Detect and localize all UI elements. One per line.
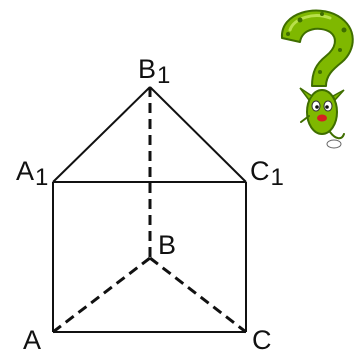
- mascot-tail: [329, 131, 345, 140]
- vertex-label-c1: C1: [250, 156, 284, 191]
- vertex-label-b1: B1: [138, 54, 170, 89]
- texture-spot: [341, 27, 347, 33]
- mascot-pupil-right: [325, 105, 329, 109]
- prism-edges: [52, 86, 247, 333]
- hidden-edges: [52, 87, 247, 334]
- vertex-label-c: C: [252, 325, 272, 350]
- edge-a-b: [52, 256, 151, 334]
- vertex-label-a1: A1: [16, 156, 48, 191]
- mascot-arm: [300, 115, 310, 123]
- texture-spot: [318, 70, 322, 74]
- question-mark-hook: [280, 9, 354, 87]
- mascot-pupil-left: [315, 105, 319, 109]
- texture-spot: [338, 48, 342, 52]
- edge-b1-c1: [149, 86, 247, 183]
- question-mark-mascot-icon: [280, 9, 354, 149]
- edge-b-c: [149, 256, 247, 334]
- vertex-label-a: A: [23, 325, 41, 350]
- mascot-mouth: [317, 114, 327, 122]
- texture-spot: [286, 32, 290, 36]
- texture-spot: [297, 17, 303, 23]
- texture-spot: [320, 12, 324, 16]
- mascot-ear-left: [299, 87, 314, 102]
- question-mark-highlight: [288, 14, 332, 32]
- mascot-foot: [326, 139, 342, 149]
- vertex-label-b: B: [158, 230, 176, 260]
- mascot-ear-right: [332, 89, 345, 102]
- edge-a1-b1: [52, 86, 151, 183]
